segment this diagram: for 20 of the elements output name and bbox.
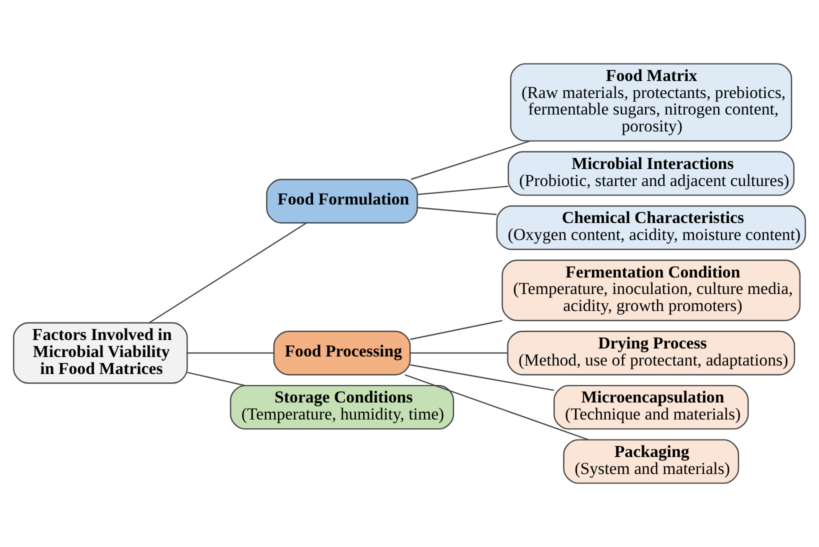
node-box: Factors Involved in Microbial Viability in Food Matrices bbox=[13, 322, 188, 384]
node-box: Microencapsulation (Technique and materials) bbox=[554, 384, 749, 430]
connector bbox=[417, 186, 508, 196]
connector bbox=[187, 352, 274, 354]
connector bbox=[187, 372, 245, 386]
node-box: Fermentation Condition (Temperature, inoculation, culture media, acidity, growth promoters) bbox=[502, 260, 801, 322]
connector bbox=[410, 320, 502, 340]
node-box: Storage Conditions (Temperature, humidity, time) bbox=[230, 384, 454, 430]
node-box: Chemical Characteristics (Oxygen content, acidity, moisture content) bbox=[496, 205, 806, 250]
node-box: Food Formulation bbox=[266, 178, 418, 224]
node-box: Microbial Interactions (Probiotic, starter and adjacent cultures) bbox=[508, 151, 795, 196]
connector bbox=[149, 222, 307, 324]
node-box: Food Processing bbox=[273, 330, 411, 376]
connector bbox=[410, 352, 508, 354]
node-box: Drying Process (Method, use of protectant, adaptations) bbox=[507, 330, 796, 376]
node-box: Packaging (System and materials) bbox=[563, 439, 740, 484]
node-box: Food Matrix (Raw materials, protectants, prebiotics, fermentable sugars, nitrogen content, porosity) bbox=[510, 63, 792, 142]
connector bbox=[417, 207, 497, 216]
connector bbox=[410, 364, 554, 391]
connector bbox=[404, 374, 589, 440]
